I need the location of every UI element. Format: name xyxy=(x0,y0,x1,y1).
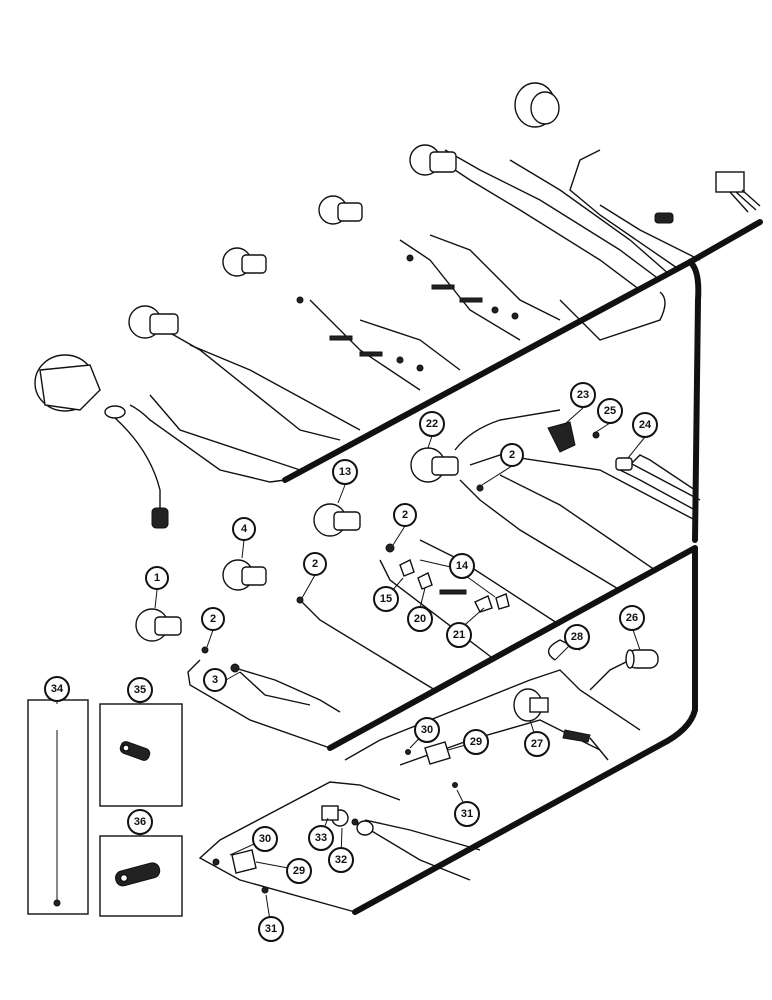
gauge-upper-5 xyxy=(514,82,560,128)
svg-text:2: 2 xyxy=(312,558,318,570)
callout-2: 2 xyxy=(303,552,327,576)
callout-29: 29 xyxy=(286,858,312,884)
gauge-upper-1 xyxy=(128,305,179,339)
callout-20: 20 xyxy=(407,606,433,632)
upper-gauges xyxy=(34,82,761,529)
callout-22: 22 xyxy=(419,411,445,437)
svg-text:1: 1 xyxy=(154,572,160,584)
callout-28: 28 xyxy=(564,624,590,650)
callout-33: 33 xyxy=(308,825,334,851)
svg-text:33: 33 xyxy=(315,832,327,844)
callout-2: 2 xyxy=(500,443,524,467)
part-32-assembly xyxy=(321,805,374,836)
svg-text:35: 35 xyxy=(134,684,146,696)
svg-text:25: 25 xyxy=(604,405,616,417)
harness-part-3 xyxy=(230,663,341,713)
svg-text:14: 14 xyxy=(456,560,469,572)
svg-text:30: 30 xyxy=(421,724,433,736)
gauge-part-1 xyxy=(135,608,182,642)
svg-text:2: 2 xyxy=(402,509,408,521)
box-part-34 xyxy=(27,699,89,915)
callout-25: 25 xyxy=(597,398,623,424)
svg-text:29: 29 xyxy=(293,865,305,877)
socket-part-24 xyxy=(615,457,701,501)
svg-text:29: 29 xyxy=(470,736,482,748)
callout-26: 26 xyxy=(619,605,645,631)
svg-text:27: 27 xyxy=(531,738,543,750)
callout-34: 34 xyxy=(44,676,70,702)
upper-harness xyxy=(129,149,763,543)
svg-text:4: 4 xyxy=(241,523,248,535)
upper-terminals xyxy=(296,254,519,372)
switch-part-26 xyxy=(625,649,659,669)
connector-parts xyxy=(201,431,600,654)
svg-text:2: 2 xyxy=(509,449,515,461)
svg-text:2: 2 xyxy=(210,613,216,625)
svg-text:20: 20 xyxy=(414,613,426,625)
svg-text:24: 24 xyxy=(639,419,652,431)
svg-text:21: 21 xyxy=(453,629,465,641)
gauge-part-22 xyxy=(410,447,459,483)
callout-21: 21 xyxy=(446,622,472,648)
svg-text:31: 31 xyxy=(461,808,473,820)
part-29-upper xyxy=(424,741,451,765)
callout-32: 32 xyxy=(328,847,354,873)
svg-text:15: 15 xyxy=(380,593,392,605)
large-gauge-speedometer xyxy=(34,354,169,529)
callout-30: 30 xyxy=(252,826,278,852)
lower-harness xyxy=(198,639,659,913)
box-part-35 xyxy=(99,703,183,807)
callout-31: 31 xyxy=(258,916,284,942)
callout-15: 15 xyxy=(373,586,399,612)
callout-2: 2 xyxy=(393,503,417,527)
upper-connector-cluster xyxy=(654,171,761,224)
gauge-part-4 xyxy=(222,559,267,591)
callout-30: 30 xyxy=(414,717,440,743)
boot-part-23 xyxy=(547,421,576,453)
svg-text:26: 26 xyxy=(626,612,638,624)
svg-text:34: 34 xyxy=(51,683,64,695)
callout-13: 13 xyxy=(332,459,358,485)
connector-cluster-lower xyxy=(562,729,609,761)
svg-text:32: 32 xyxy=(335,854,347,866)
gauge-upper-3 xyxy=(318,195,363,225)
gauge-part-27 xyxy=(513,688,549,722)
gauge-upper-4 xyxy=(409,144,457,176)
svg-text:3: 3 xyxy=(212,674,218,686)
callout-36: 36 xyxy=(127,809,153,835)
part-29-lower xyxy=(212,749,458,894)
callout-24: 24 xyxy=(632,412,658,438)
callout-27: 27 xyxy=(524,731,550,757)
svg-text:23: 23 xyxy=(577,389,589,401)
callouts: 1 2 3 4 2 13 2 14 15 20 21 22 23 25 24 2… xyxy=(44,382,658,942)
middle-gauges xyxy=(135,421,701,713)
callout-35: 35 xyxy=(127,677,153,703)
svg-text:30: 30 xyxy=(259,833,271,845)
svg-text:31: 31 xyxy=(265,923,277,935)
callout-4: 4 xyxy=(232,517,256,541)
svg-text:22: 22 xyxy=(426,418,438,430)
callout-3: 3 xyxy=(203,668,227,692)
svg-text:13: 13 xyxy=(339,466,351,478)
svg-text:28: 28 xyxy=(571,631,583,643)
gauge-part-13 xyxy=(313,503,361,537)
callout-31: 31 xyxy=(454,801,480,827)
callout-23: 23 xyxy=(570,382,596,408)
callout-1: 1 xyxy=(145,566,169,590)
callout-2: 2 xyxy=(201,607,225,631)
svg-text:36: 36 xyxy=(134,816,146,828)
box-part-36 xyxy=(99,835,183,917)
callout-29: 29 xyxy=(463,729,489,755)
gauge-upper-2 xyxy=(222,247,267,277)
callout-14: 14 xyxy=(449,553,475,579)
